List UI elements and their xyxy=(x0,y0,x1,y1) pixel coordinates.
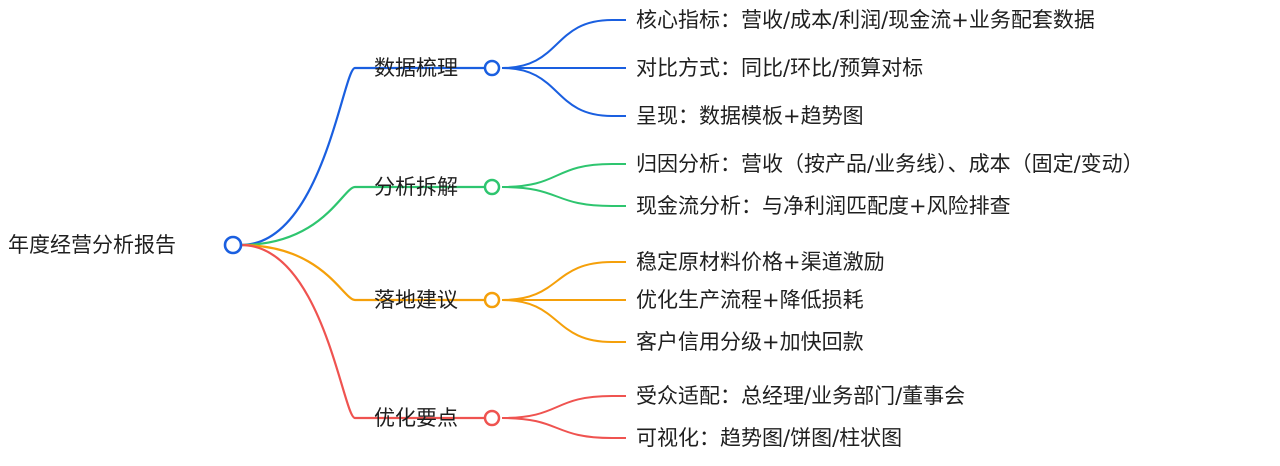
leaf-edge-3-1 xyxy=(501,261,626,301)
branch-label: 落地建议 xyxy=(374,288,458,312)
branch-node-circle xyxy=(483,178,501,196)
leaf-edge-1-3 xyxy=(501,67,626,117)
leaf-label: 核心指标：营收/成本/利润/现金流+业务配套数据 xyxy=(636,8,1095,32)
branch-label: 优化要点 xyxy=(374,406,458,430)
edges-layer xyxy=(240,19,626,439)
root-node-circle xyxy=(223,235,243,255)
branch-node-circle xyxy=(483,409,501,427)
branch-node-circle xyxy=(483,59,501,77)
root-edge-3 xyxy=(240,243,485,302)
leaf-label: 优化生产流程+降低损耗 xyxy=(636,288,864,312)
branch-label: 数据梳理 xyxy=(374,56,458,80)
leaf-edge-2-1 xyxy=(501,163,626,188)
leaf-label: 归因分析：营收（按产品/业务线）、成本（固定/变动） xyxy=(636,152,1144,176)
leaf-label: 现金流分析：与净利润匹配度+风险排查 xyxy=(636,194,1011,218)
leaf-edge-3-3 xyxy=(501,299,626,343)
root-label: 年度经营分析报告 xyxy=(8,233,176,257)
root-edge-1 xyxy=(240,66,485,247)
leaf-label: 对比方式：同比/环比/预算对标 xyxy=(636,56,923,80)
leaf-label: 稳定原材料价格+渠道激励 xyxy=(636,250,885,274)
leaf-label: 客户信用分级+加快回款 xyxy=(636,330,864,354)
branch-node-circle xyxy=(483,291,501,309)
leaf-label: 呈现：数据模板+趋势图 xyxy=(636,104,864,128)
branch-label: 分析拆解 xyxy=(374,175,458,199)
leaf-edge-2-2 xyxy=(501,186,626,207)
nodes-layer: 核心指标：营收/成本/利润/现金流+业务配套数据对比方式：同比/环比/预算对标呈… xyxy=(8,8,1144,450)
root-edge-4 xyxy=(240,243,485,420)
leaf-edge-1-1 xyxy=(501,19,626,69)
leaf-label: 受众适配：总经理/业务部门/董事会 xyxy=(636,384,965,408)
leaf-edge-4-2 xyxy=(501,417,626,439)
leaf-label: 可视化：趋势图/饼图/柱状图 xyxy=(636,426,902,450)
leaf-edge-4-1 xyxy=(501,395,626,419)
root-edge-2 xyxy=(240,185,485,247)
